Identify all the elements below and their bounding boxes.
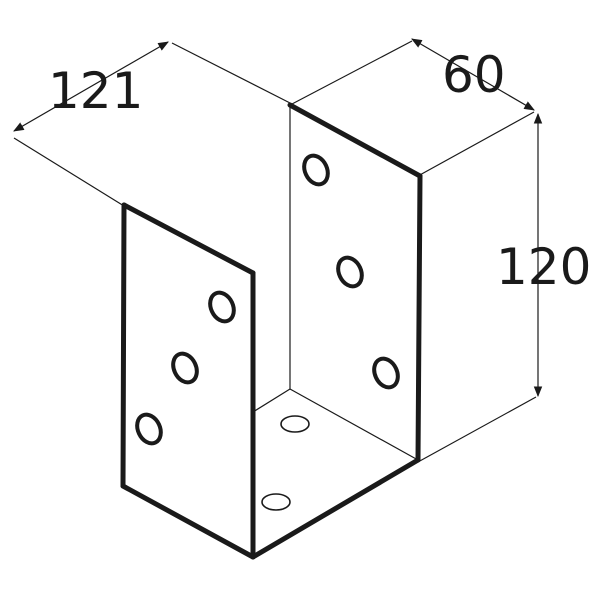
- base-plate-hole-2: [261, 493, 291, 511]
- back-plate: [287, 102, 423, 463]
- extension-line-width-right: [171, 42, 293, 105]
- back-plate-hole-3: [372, 356, 400, 390]
- dimension-label-height: 120: [496, 238, 591, 296]
- front-plate: [120, 202, 256, 560]
- extension-line-depth-right: [417, 111, 535, 177]
- back-plate-hole-1: [302, 153, 330, 187]
- base-plate: [250, 388, 421, 560]
- front-plate-hole-3: [135, 412, 163, 446]
- extension-line-height-bottom: [417, 396, 537, 463]
- back-plate-hole-2: [336, 255, 364, 289]
- dimension-lines: [13, 38, 543, 398]
- front-plate-hole-2: [171, 351, 199, 385]
- extension-line-depth-left: [291, 40, 413, 105]
- dimension-label-depth: 60: [442, 46, 506, 104]
- extension-lines: [13, 40, 537, 463]
- front-plate-hole-1: [208, 290, 236, 324]
- extension-line-width-left: [13, 137, 125, 207]
- dimension-line-depth: [411, 38, 535, 111]
- dimension-label-width: 121: [48, 62, 143, 120]
- dimension-line-width: [13, 41, 169, 132]
- base-plate-hole-1: [280, 415, 310, 433]
